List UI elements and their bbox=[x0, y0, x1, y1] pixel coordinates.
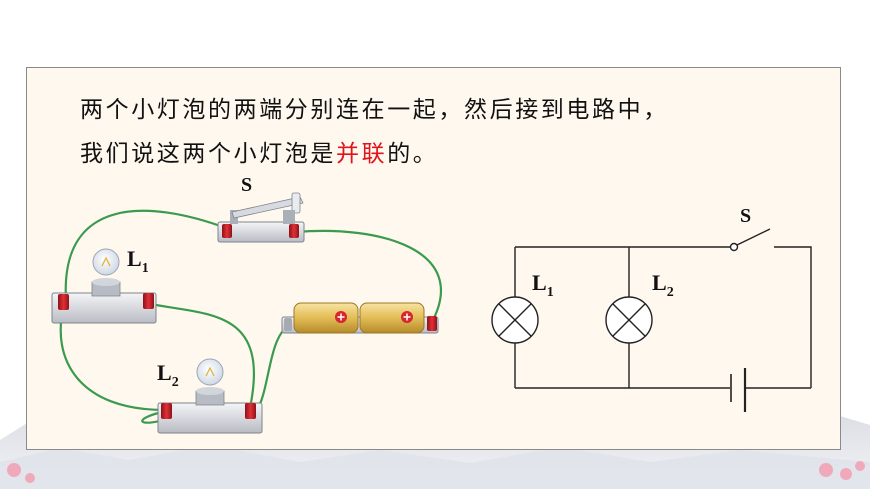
content-card bbox=[26, 67, 841, 450]
switch-blade bbox=[736, 228, 771, 246]
blossom-left-icon bbox=[7, 463, 35, 483]
description-ending: 的。 bbox=[387, 141, 439, 167]
battery-holder bbox=[281, 302, 439, 334]
parallel-schematic bbox=[491, 228, 812, 412]
lamp1-schematic-icon bbox=[491, 296, 539, 344]
description-text: 我们说这两个小灯泡是 bbox=[80, 141, 336, 167]
battery-plus-icon bbox=[335, 311, 413, 323]
schematic-switch-right-wire bbox=[774, 246, 812, 388]
lamp1-subscript: 1 bbox=[142, 261, 149, 276]
lamp1-label: L1 bbox=[127, 246, 149, 276]
blossom-right-icon bbox=[819, 461, 865, 480]
schematic-lamp1-subscript: 1 bbox=[547, 285, 554, 300]
wire-switch-right-to-battery bbox=[294, 229, 442, 324]
lamp2-label: L2 bbox=[157, 360, 179, 390]
lamp2-letter: L bbox=[157, 360, 172, 385]
schematic-lamp2-letter: L bbox=[652, 270, 667, 295]
switch-label: S bbox=[241, 174, 252, 196]
schematic-lamp2-subscript: 2 bbox=[667, 285, 674, 300]
lamp1-letter: L bbox=[127, 246, 142, 271]
switch-pivot bbox=[729, 242, 739, 252]
wire-lamp1-right-to-lamp2 bbox=[148, 302, 256, 410]
schematic-lamp1-letter: L bbox=[532, 270, 547, 295]
schematic-lamp2-label: L2 bbox=[652, 270, 674, 300]
wire-lamp1-left-to-lamp2 bbox=[59, 303, 166, 412]
schematic-lamp1-label: L1 bbox=[532, 270, 554, 300]
wire-switch-left-to-lamp1 bbox=[64, 209, 228, 302]
description-line-2: 我们说这两个小灯泡是并联的。 bbox=[80, 134, 438, 168]
highlight-term: 并联 bbox=[336, 141, 388, 167]
lamp1-pictorial bbox=[51, 248, 157, 324]
lamp2-pictorial bbox=[157, 358, 263, 434]
description-line-1: 两个小灯泡的两端分别连在一起，然后接到电路中， bbox=[80, 97, 669, 123]
schematic-switch-label: S bbox=[740, 205, 751, 227]
lamp2-schematic-icon bbox=[605, 296, 653, 344]
wire-lamp2-right-to-battery bbox=[254, 324, 290, 414]
knife-switch bbox=[217, 192, 305, 243]
lamp2-subscript: 2 bbox=[172, 375, 179, 390]
battery-schematic-icon bbox=[730, 368, 747, 412]
